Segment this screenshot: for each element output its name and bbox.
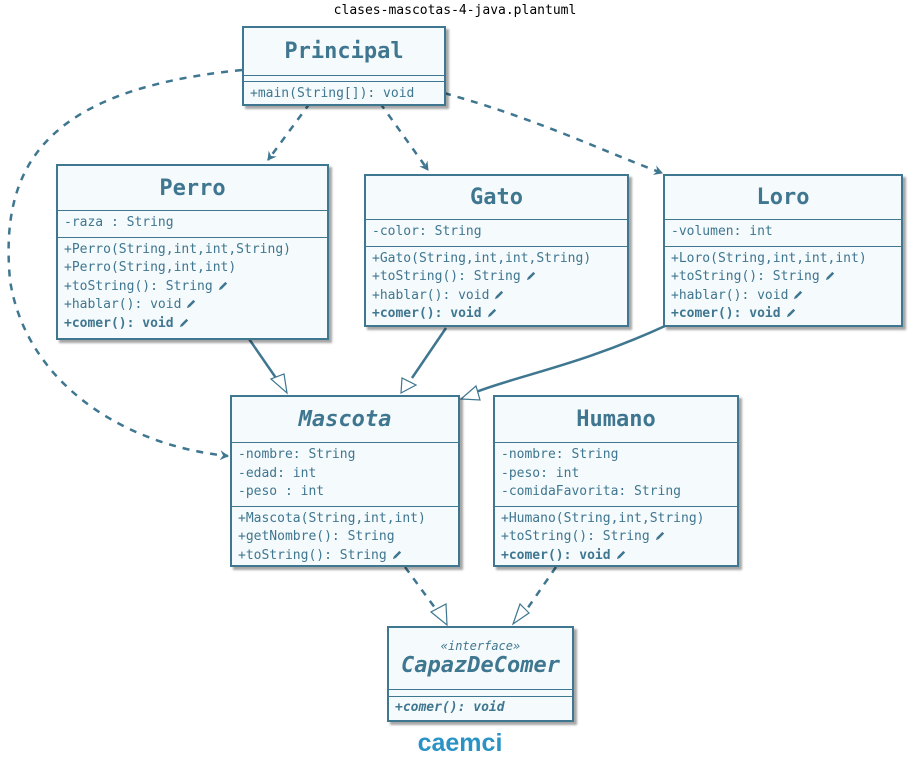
- pencil-icon: [179, 318, 188, 327]
- class-loro: Loro -volumen: int +Loro(String,int,int,…: [663, 174, 903, 327]
- method-label: +comer(): void: [372, 306, 482, 321]
- method-row: +Perro(String,int,int): [64, 260, 237, 275]
- method-row: +comer(): void: [64, 315, 321, 334]
- pencil-icon: [794, 290, 803, 299]
- pencil-icon: [218, 281, 227, 290]
- method-label: +toString(): String: [501, 529, 650, 544]
- method-label: +comer(): void: [501, 547, 611, 563]
- method-row: +hablar(): void: [372, 287, 621, 306]
- attribute-row: -raza : String: [64, 215, 174, 230]
- interface-name: CapazDeComer: [401, 653, 560, 678]
- class-principal: Principal +main(String[]): void: [242, 26, 446, 106]
- pencil-icon: [825, 271, 834, 281]
- dep-principal-loro: [443, 91, 663, 175]
- method-label: +hablar(): void: [372, 287, 490, 303]
- ext-head-loro: [459, 384, 481, 401]
- method-row: +comer(): void: [395, 700, 505, 715]
- class-loro-name: Loro: [665, 176, 901, 220]
- method-label: +comer(): void: [671, 306, 781, 321]
- pencil-icon: [487, 308, 496, 318]
- impl-humano-capaz: [523, 566, 558, 613]
- class-gato: Gato -color: String +Gato(String,int,int…: [364, 174, 629, 327]
- dep-principal-gato: [378, 102, 430, 171]
- method-label: +hablar(): void: [671, 287, 789, 303]
- method-row: +toString(): String: [501, 528, 731, 547]
- method-row: +Perro(String,int,int,String): [64, 241, 291, 257]
- method-label: +toString(): String: [238, 547, 387, 563]
- method-row: +main(String[]): void: [250, 86, 415, 101]
- attribute-row: -comidaFavorita: String: [501, 484, 682, 499]
- pencil-icon: [495, 290, 504, 299]
- ext-loro-mascota: [475, 324, 666, 394]
- method-row: +Humano(String,int,String): [501, 510, 705, 526]
- ext-head-perro: [269, 373, 288, 395]
- method-row: +comer(): void: [372, 305, 621, 324]
- ext-gato-mascota: [410, 327, 448, 379]
- interface-header: «interface» CapazDeComer: [389, 628, 572, 690]
- method-row: +toString(): String: [238, 547, 452, 566]
- method-row: +comer(): void: [671, 305, 895, 324]
- pencil-icon: [187, 299, 196, 309]
- pencil-icon: [526, 271, 535, 281]
- method-row: +getNombre(): String: [238, 529, 395, 544]
- attribute-row: -nombre: String: [238, 447, 356, 462]
- impl-head-mascota: [429, 603, 448, 627]
- diagram-title: clases-mascotas-4-java.plantuml: [333, 3, 577, 18]
- pencil-icon: [392, 550, 401, 559]
- attribute-row: -peso : int: [238, 484, 325, 499]
- attribute-row: -peso: int: [501, 465, 580, 481]
- dep-principal-mascota: [7, 68, 243, 461]
- logo: caemci: [417, 729, 503, 757]
- class-perro: Perro -raza : String +Perro(String,int,i…: [56, 164, 329, 340]
- class-principal-name: Principal: [244, 28, 444, 76]
- method-row: +comer(): void: [501, 547, 731, 566]
- method-label: +hablar(): void: [64, 297, 182, 312]
- method-row: +Loro(String,int,int,int): [671, 250, 867, 266]
- dep-principal-perro: [266, 102, 312, 161]
- ext-perro-mascota: [245, 335, 278, 379]
- method-row: +hablar(): void: [64, 296, 321, 315]
- attribute-row: -nombre: String: [501, 447, 619, 462]
- class-humano-name: Humano: [495, 397, 737, 443]
- pencil-icon: [786, 308, 795, 318]
- ext-head-gato: [400, 377, 418, 395]
- class-perro-name: Perro: [58, 166, 327, 211]
- method-label: +toString(): String: [671, 269, 820, 284]
- method-row: +toString(): String: [671, 268, 895, 287]
- method-row: +toString(): String: [372, 268, 621, 287]
- class-humano: Humano -nombre: String -peso: int -comid…: [493, 395, 739, 567]
- class-mascota: Mascota -nombre: String -edad: int -peso…: [230, 395, 460, 567]
- method-row: +toString(): String: [64, 278, 321, 297]
- method-row: +Gato(String,int,int,String): [372, 250, 592, 266]
- attribute-row: -volumen: int: [671, 224, 773, 239]
- impl-mascota-capaz: [403, 566, 440, 613]
- stereotype-label: «interface»: [440, 639, 521, 653]
- method-row: +Mascota(String,int,int): [238, 510, 426, 526]
- impl-head-humano: [511, 602, 530, 626]
- class-gato-name: Gato: [366, 176, 627, 220]
- method-row: +hablar(): void: [671, 287, 895, 306]
- interface-capazdecomer: «interface» CapazDeComer +comer(): void: [387, 626, 574, 722]
- method-label: +toString(): String: [372, 269, 521, 284]
- method-label: +toString(): String: [64, 278, 213, 294]
- class-mascota-name: Mascota: [232, 397, 458, 443]
- attribute-row: -color: String: [372, 224, 482, 239]
- method-label: +comer(): void: [64, 315, 174, 331]
- attribute-row: -edad: int: [238, 465, 317, 481]
- pencil-icon: [616, 550, 625, 559]
- pencil-icon: [655, 531, 664, 541]
